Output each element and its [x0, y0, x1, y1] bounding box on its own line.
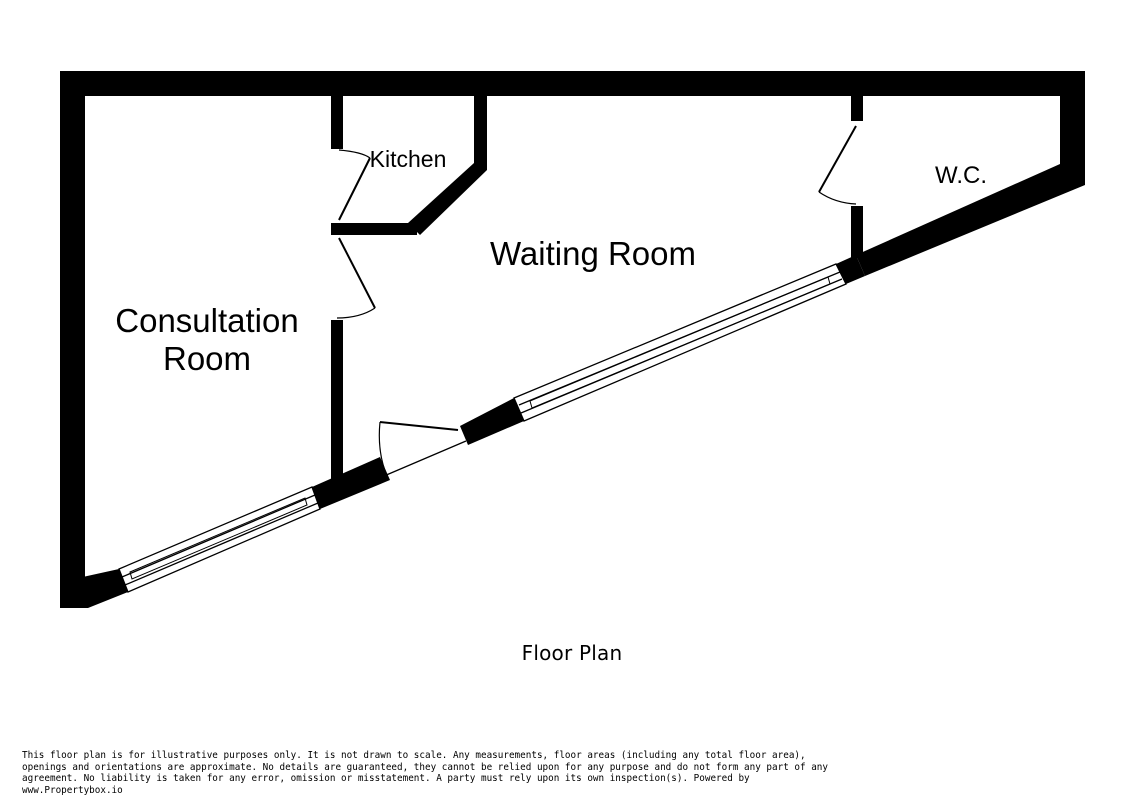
wc-door-leaf [818, 125, 857, 193]
partition-upper [331, 96, 343, 149]
entrance-door-arc [378, 421, 388, 477]
room-label-waiting-room: Waiting Room [490, 235, 696, 272]
interior-walls [331, 96, 863, 483]
disclaimer-text: This floor plan is for illustrative purp… [22, 750, 828, 796]
left-wall [60, 71, 85, 608]
room-label-consultation-line1: Consultation [115, 302, 298, 339]
wc-partition-lower [851, 206, 863, 258]
pier-right [836, 255, 865, 284]
entrance-door-leaf [379, 421, 459, 431]
wc-door-arc [818, 191, 857, 205]
room-label-kitchen: Kitchen [370, 146, 447, 172]
window-left [118, 486, 321, 593]
floor-plan-caption: Floor Plan [521, 641, 623, 665]
room-label-wc: W.C. [935, 162, 987, 189]
consultation-door-arc [336, 307, 376, 319]
window-right [513, 263, 847, 422]
room-label-consultation-line2: Room [163, 340, 251, 377]
exterior-walls [60, 71, 1085, 608]
pier-left [312, 457, 390, 509]
kitchen-right-wall [474, 96, 487, 170]
kitchen-door-arc [338, 149, 371, 159]
bottom-left-corner-wall [60, 569, 128, 608]
entrance-threshold [383, 440, 467, 477]
doors [336, 125, 857, 477]
consultation-door-leaf [338, 237, 376, 309]
kitchen-angled-wall [408, 163, 487, 235]
wc-diagonal-wall [856, 164, 1085, 276]
kitchen-door-leaf [338, 157, 371, 221]
top-wall [60, 71, 1085, 96]
wc-partition-upper [851, 96, 863, 121]
pier-middle [460, 398, 524, 445]
kitchen-bottom-wall [331, 223, 417, 235]
front-wall-piers [312, 255, 865, 509]
partition-lower [331, 320, 343, 483]
windows [118, 263, 847, 593]
